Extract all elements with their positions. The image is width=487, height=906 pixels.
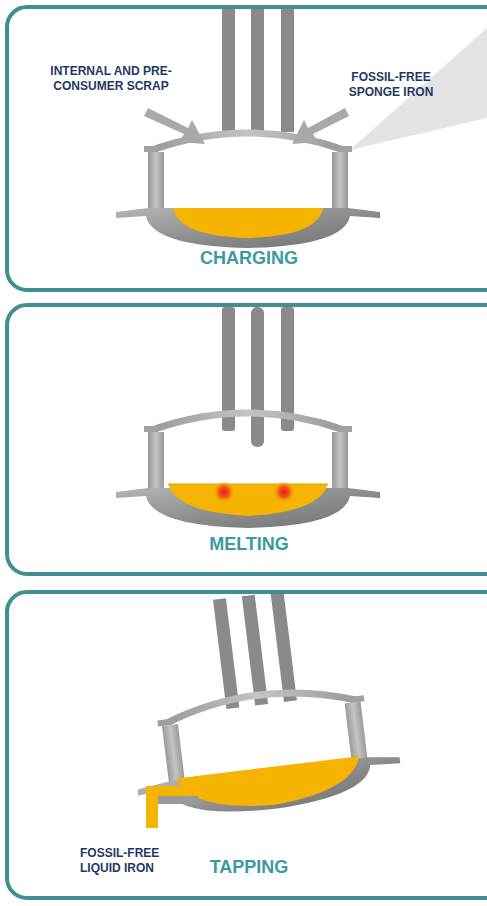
material-label: INTERNAL AND PRE-CONSUMER SCRAP <box>36 64 186 94</box>
step-title: MELTING <box>9 534 487 555</box>
material-label: FOSSIL-FREE SPONGE IRON <box>326 70 456 100</box>
step-panel: CHARGING <box>5 5 487 292</box>
step-panel: TAPPING <box>5 590 487 900</box>
step-panel: MELTING <box>5 303 487 576</box>
material-label: FOSSIL-FREE LIQUID IRON <box>80 846 180 876</box>
step-title: CHARGING <box>9 248 487 269</box>
